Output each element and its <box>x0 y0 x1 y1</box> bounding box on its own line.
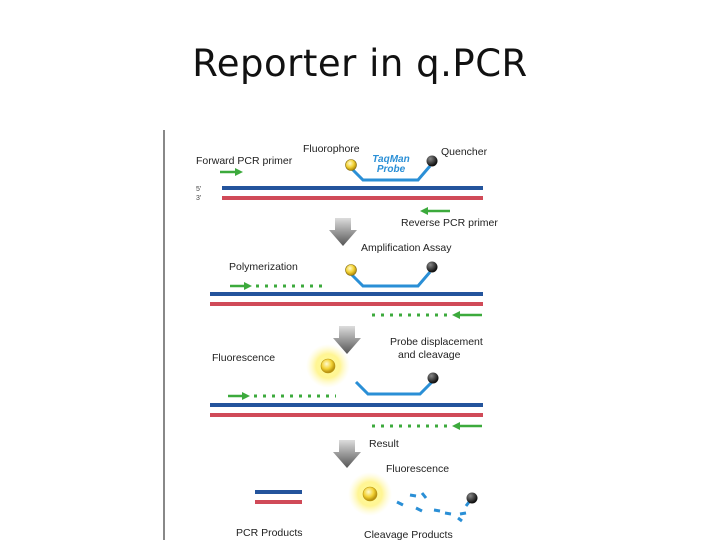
quencher-label: Quencher <box>441 146 488 158</box>
reverse-primer-arrowhead <box>420 207 428 215</box>
probe-displacement-label-1: Probe displacement <box>390 336 483 348</box>
primer-extension-arrowhead <box>244 282 252 290</box>
taqman-label-line2: Probe <box>376 164 406 175</box>
taqman-diagram: Fluorophore Quencher Forward PCR primer … <box>160 130 520 540</box>
three-prime-label: 3' <box>196 195 202 202</box>
primer-extension-arrowhead <box>242 392 250 400</box>
down-arrow-icon <box>329 218 357 246</box>
reverse-primer-label: Reverse PCR primer <box>401 217 498 229</box>
five-prime-label: 5' <box>196 186 202 193</box>
polymerization-label: Polymerization <box>229 261 298 273</box>
probe-line <box>354 380 434 396</box>
down-arrow-icon <box>333 326 361 354</box>
fluorophore-icon <box>345 264 357 276</box>
reverse-primer-arrowhead <box>452 422 460 430</box>
quencher-icon <box>427 372 439 384</box>
cleavage-products-label: Cleavage Products <box>364 529 453 540</box>
result-fluorescence-label: Fluorescence <box>386 463 450 475</box>
diagram-graphics <box>163 130 483 540</box>
probe-displacement-label-2: and cleavage <box>398 349 461 361</box>
fluorescence-label: Fluorescence <box>212 352 276 364</box>
quencher-icon <box>426 261 438 273</box>
forward-primer-arrowhead <box>235 168 243 176</box>
fluorophore-icon <box>320 358 336 374</box>
quencher-icon <box>426 155 438 167</box>
probe-line <box>349 271 432 288</box>
quencher-icon <box>466 492 478 504</box>
probe-line <box>349 165 432 182</box>
fluorophore-label: Fluorophore <box>303 143 360 155</box>
taqman-probe-label: TaqMan Probe <box>367 155 415 175</box>
pcr-products-label: PCR Products <box>236 527 303 539</box>
amplification-label: Amplification Assay <box>361 242 452 254</box>
fluorophore-icon <box>345 159 357 171</box>
slide-title: Reporter in q.PCR <box>192 42 528 85</box>
reverse-primer-arrowhead <box>452 311 460 319</box>
fluorophore-icon <box>362 486 378 502</box>
result-label: Result <box>369 438 399 450</box>
taqman-label-line1: TaqMan <box>372 154 410 165</box>
cleaved-probe-fragments <box>396 492 471 523</box>
down-arrow-icon <box>333 440 361 468</box>
forward-primer-label: Forward PCR primer <box>196 155 293 167</box>
